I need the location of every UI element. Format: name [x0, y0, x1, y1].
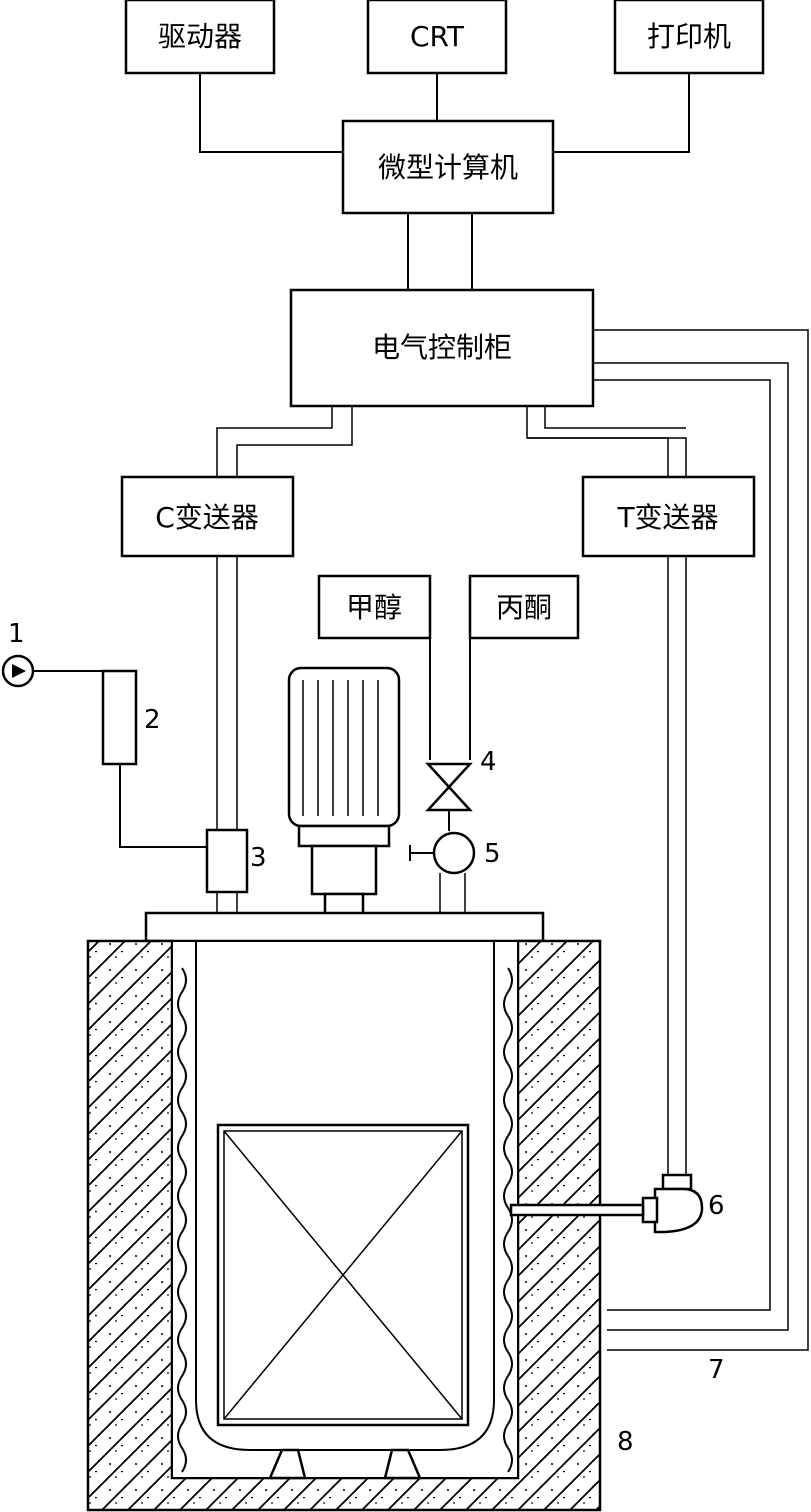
- callout-6: 6: [708, 1191, 725, 1221]
- cabinet-t-transmitter-cable: [526, 406, 687, 477]
- c-transmitter-label: C变送器: [155, 501, 259, 534]
- workpiece-basket: [216, 1123, 470, 1427]
- callout-8: 8: [617, 1427, 634, 1457]
- flowmeter-2: [101, 669, 207, 848]
- acetone-block: 丙酮: [468, 574, 580, 640]
- computer-cabinet-bus: [407, 213, 473, 290]
- callout-4: 4: [480, 747, 497, 777]
- callout-2: 2: [144, 705, 161, 735]
- driver-label: 驱动器: [158, 20, 242, 53]
- driver-block: 驱动器: [124, 0, 276, 75]
- cabinet-c-transmitter-cable: [216, 406, 353, 477]
- valve-4: [425, 762, 473, 831]
- acetone-label: 丙酮: [496, 591, 552, 624]
- callout-numbers: 1 2 3 4 5 6 7 8: [8, 619, 725, 1457]
- gas-pump-1: [1, 654, 103, 688]
- callout-3: 3: [250, 843, 267, 873]
- heater-power-cable: [593, 329, 809, 1351]
- methanol-label: 甲醇: [346, 591, 402, 624]
- callout-1: 1: [8, 619, 25, 649]
- c-probe-tube: [216, 556, 238, 830]
- control-cabinet-label: 电气控制柜: [372, 331, 512, 364]
- c-transmitter-block: C变送器: [120, 475, 295, 558]
- crt-label: CRT: [410, 20, 465, 53]
- t-transmitter-block: T变送器: [581, 475, 756, 558]
- callout-5: 5: [484, 839, 501, 869]
- microcomputer-block: 微型计算机: [341, 119, 555, 215]
- control-cabinet-block: 电气控制柜: [289, 288, 595, 408]
- callout-7: 7: [708, 1355, 725, 1385]
- thermocouple-6: [509, 1173, 704, 1234]
- liquid-feed-lines: [429, 638, 471, 760]
- printer-label: 打印机: [647, 20, 731, 53]
- crt-block: CRT: [366, 0, 508, 75]
- t-probe-tube: [667, 556, 687, 1175]
- t-transmitter-label: T变送器: [616, 501, 718, 534]
- methanol-block: 甲醇: [317, 574, 432, 640]
- top-connectors: [199, 73, 690, 153]
- printer-block: 打印机: [613, 0, 765, 75]
- microcomputer-label: 微型计算机: [378, 151, 518, 184]
